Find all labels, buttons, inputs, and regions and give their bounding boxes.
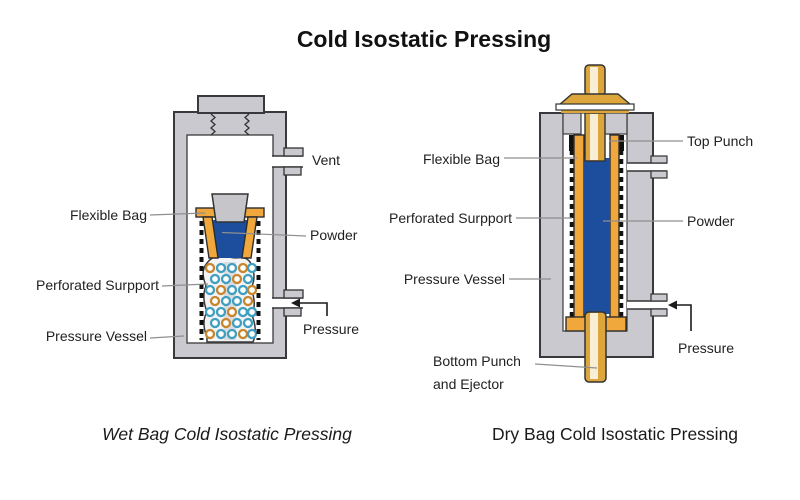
support-dot (209, 295, 221, 307)
support-dot (242, 273, 254, 285)
support-dot (246, 262, 258, 274)
leader-line (149, 335, 185, 339)
dry-flexible-bag-label: Flexible Bag (423, 151, 500, 167)
pressure-channel (272, 298, 304, 308)
support-dot (226, 306, 238, 318)
wet-pressure-inlet (272, 289, 304, 317)
pressure-flange-top (283, 289, 304, 299)
dry-bag-caption: Dry Bag Cold Isostatic Pressing (491, 424, 739, 444)
support-dot (209, 273, 221, 285)
leader-line (534, 363, 598, 369)
support-clamp-right (618, 135, 624, 151)
wet-pressure-vessel-label: Pressure Vessel (46, 328, 147, 344)
leader-line (149, 212, 206, 216)
support-dot (215, 262, 227, 274)
support-dot (246, 306, 258, 318)
dry-powder-fill (584, 158, 610, 314)
dry-top-punch-label: Top Punch (687, 133, 753, 149)
support-dot (215, 284, 227, 296)
support-dot (209, 317, 221, 329)
bag-wall-left (202, 216, 219, 259)
support-dot (246, 328, 258, 340)
pressure-flange-bottom (283, 307, 302, 317)
support-clamp-left (569, 135, 575, 151)
support-dot (226, 284, 238, 296)
pressure-channel (627, 301, 667, 309)
bag-wall-right (609, 134, 620, 323)
wet-threaded-cap (197, 95, 265, 114)
vent-flange-bottom (283, 166, 302, 176)
support-dot (220, 317, 232, 329)
wet-pressure-label: Pressure (303, 321, 359, 337)
support-dot (237, 284, 249, 296)
vent-flange-top (283, 147, 304, 157)
wet-flexible-bag-label: Flexible Bag (70, 207, 147, 223)
dry-pressure-inlet (627, 293, 668, 317)
pressure-arrowhead (291, 298, 300, 308)
support-dot (204, 328, 216, 340)
support-dot (215, 306, 227, 318)
support-dot (242, 295, 254, 307)
thread-lines-left (210, 113, 216, 136)
top-punch-highlight (590, 114, 598, 160)
wet-vent-label: Vent (312, 152, 340, 168)
dry-perforated-support-label: Perforated Surpport (389, 210, 512, 226)
flange-white-band (555, 103, 635, 111)
dry-top-pipe (627, 155, 668, 179)
thread-lines-right (244, 113, 250, 136)
dry-bag-diagram: Top Punch Flexible Bag Perforated Surppo… (389, 64, 753, 392)
support-dot (237, 306, 249, 318)
bore-step-left (562, 112, 582, 135)
pipe-flange-top (650, 155, 668, 164)
support-dot (231, 295, 243, 307)
dry-powder-label: Powder (687, 213, 735, 229)
support-dot (242, 317, 254, 329)
support-dot (237, 328, 249, 340)
support-dot (226, 328, 238, 340)
wet-bag-caption: Wet Bag Cold Isostatic Pressing (102, 424, 352, 444)
vent-pipe (272, 147, 304, 176)
dry-pressure-label: Pressure (678, 340, 734, 356)
support-dot (237, 262, 249, 274)
support-dot (231, 317, 243, 329)
pressure-flange-top (650, 293, 668, 302)
bore-step-right (603, 112, 628, 135)
wet-powder-fill (213, 220, 247, 258)
wet-bag-plug (211, 193, 249, 223)
leader-line (161, 283, 209, 287)
support-dot (220, 273, 232, 285)
top-punch-rod-highlight (590, 67, 598, 96)
support-dot (220, 295, 232, 307)
pressure-arrow-line (300, 302, 328, 316)
bag-wall-left (573, 134, 585, 323)
pressure-flange-bottom (650, 308, 668, 317)
page-title: Cold Isostatic Pressing (296, 26, 552, 52)
support-dots (204, 262, 258, 340)
dry-bottom-punch-label-line1: Bottom Punch (433, 353, 521, 369)
vent-channel (272, 156, 304, 167)
support-dot (226, 262, 238, 274)
bottom-punch-highlight (590, 313, 598, 379)
support-dot (204, 262, 216, 274)
bag-wall-right (241, 216, 258, 259)
wet-perforated-support-label: Perforated Surpport (36, 277, 159, 293)
support-dot (204, 284, 216, 296)
top-punch-flange (557, 93, 633, 106)
support-dot (215, 328, 227, 340)
leader-line (221, 231, 307, 237)
dry-pressure-vessel-label: Pressure Vessel (404, 271, 505, 287)
support-dot (231, 273, 243, 285)
wet-bag-diagram: Vent Flexible Bag Powder Perforated Surp… (36, 95, 359, 359)
dry-bottom-punch-label-line2: and Ejector (433, 376, 504, 392)
support-dot (204, 306, 216, 318)
pipe-flange-bottom (650, 170, 668, 179)
pressure-arrowhead (668, 300, 677, 310)
flange-base (561, 109, 629, 113)
pipe-channel (627, 163, 667, 171)
wet-powder-label: Powder (310, 227, 358, 243)
support-dot (246, 284, 258, 296)
pressure-arrow-line (677, 304, 692, 331)
